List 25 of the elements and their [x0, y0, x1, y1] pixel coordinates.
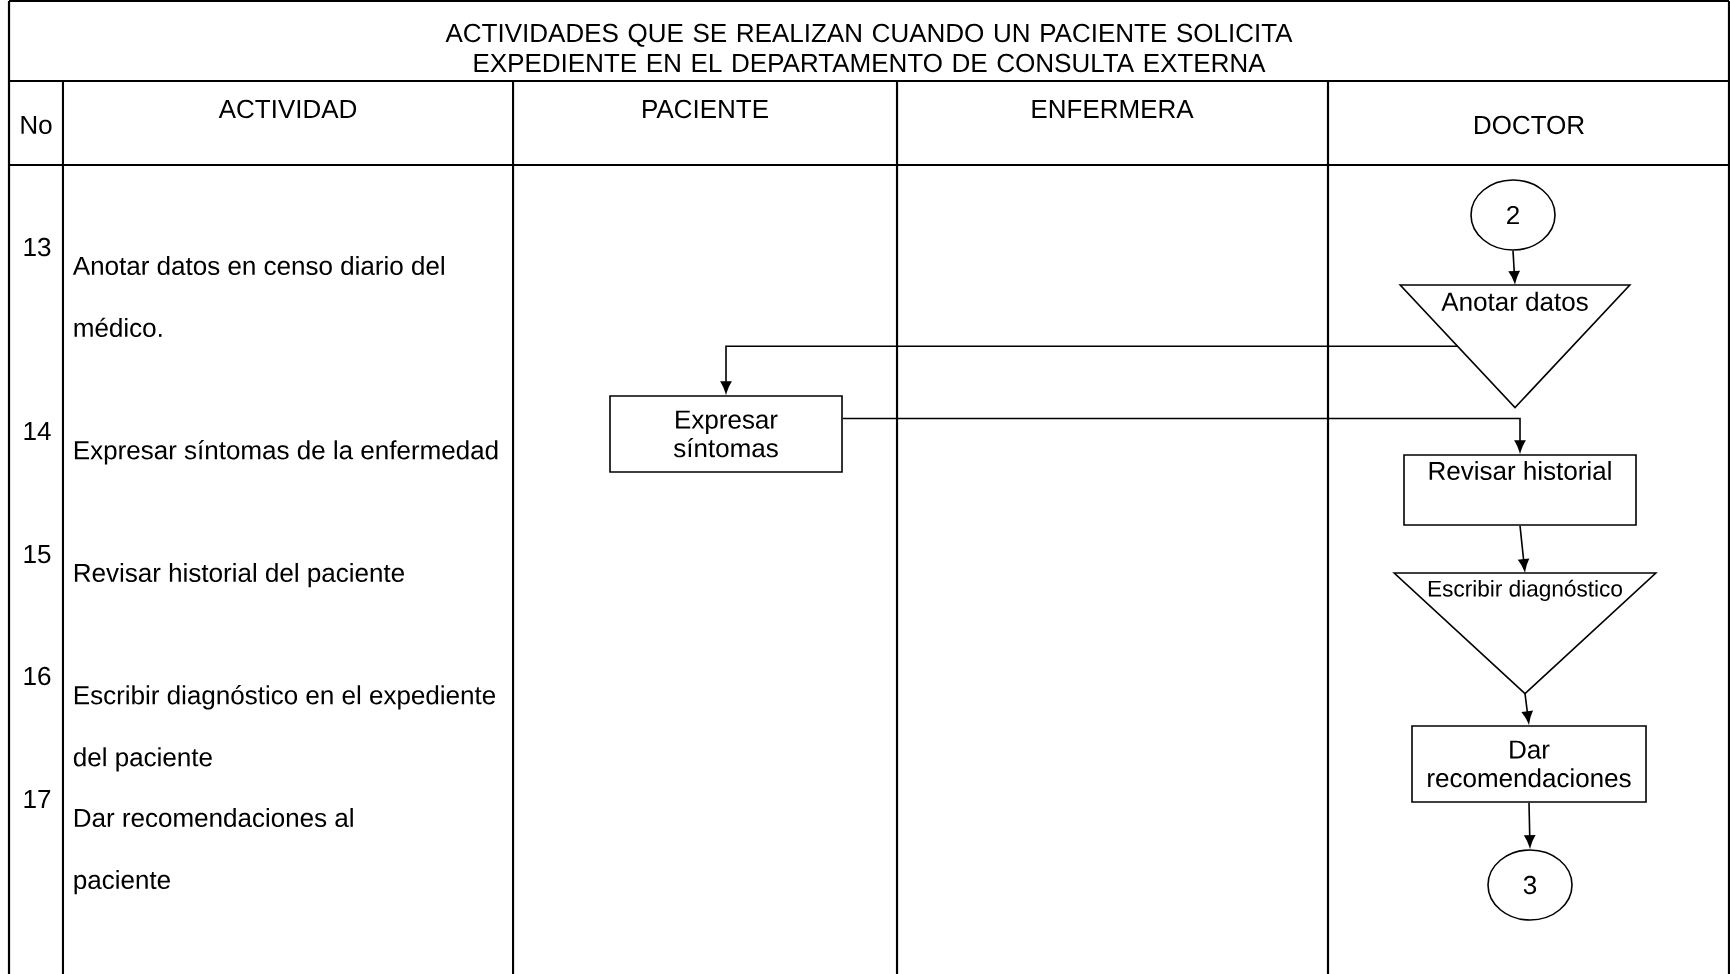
process-box: Revisar historial [1403, 454, 1637, 526]
process-box: Dar recomendaciones [1411, 725, 1647, 803]
step-number: 16 [24, 666, 51, 686]
column-header: ENFERMERA [1032, 100, 1194, 118]
column-header: DOCTOR [1475, 115, 1584, 135]
step-number: 17 [24, 790, 51, 808]
arrow [720, 345, 1459, 394]
column-header: ACTIVIDAD [218, 99, 357, 119]
arrow [1518, 525, 1529, 571]
activity-text: Escribir diagnóstico en el expediente del paciente [73, 685, 496, 772]
arrow [1508, 250, 1520, 283]
step-number: 14 [24, 422, 51, 440]
column-header: No [21, 115, 52, 135]
arrow [1522, 692, 1533, 724]
activity-text: Expresar síntomas de la enfermedad [74, 440, 498, 465]
activity-text: Dar recomendaciones al paciente [74, 808, 353, 895]
activity-text: Revisar historial del paciente [74, 563, 404, 588]
arrow [1524, 802, 1536, 848]
arrow [842, 417, 1526, 453]
column-header: PACIENTE [643, 99, 768, 119]
process-box: Expresar síntomas [609, 395, 843, 473]
table-title: ACTIVIDADES QUE SE REALIZAN CUANDO UN PACIENTE SOLICITA EXPEDIENTE EN EL DEPARTAMENTO DE CONSULTA EXTERNA [445, 23, 1293, 73]
step-number: 15 [24, 545, 51, 564]
step-number: 13 [24, 237, 51, 257]
activity-text: Anotar datos en censo diario del médico. [72, 256, 444, 338]
